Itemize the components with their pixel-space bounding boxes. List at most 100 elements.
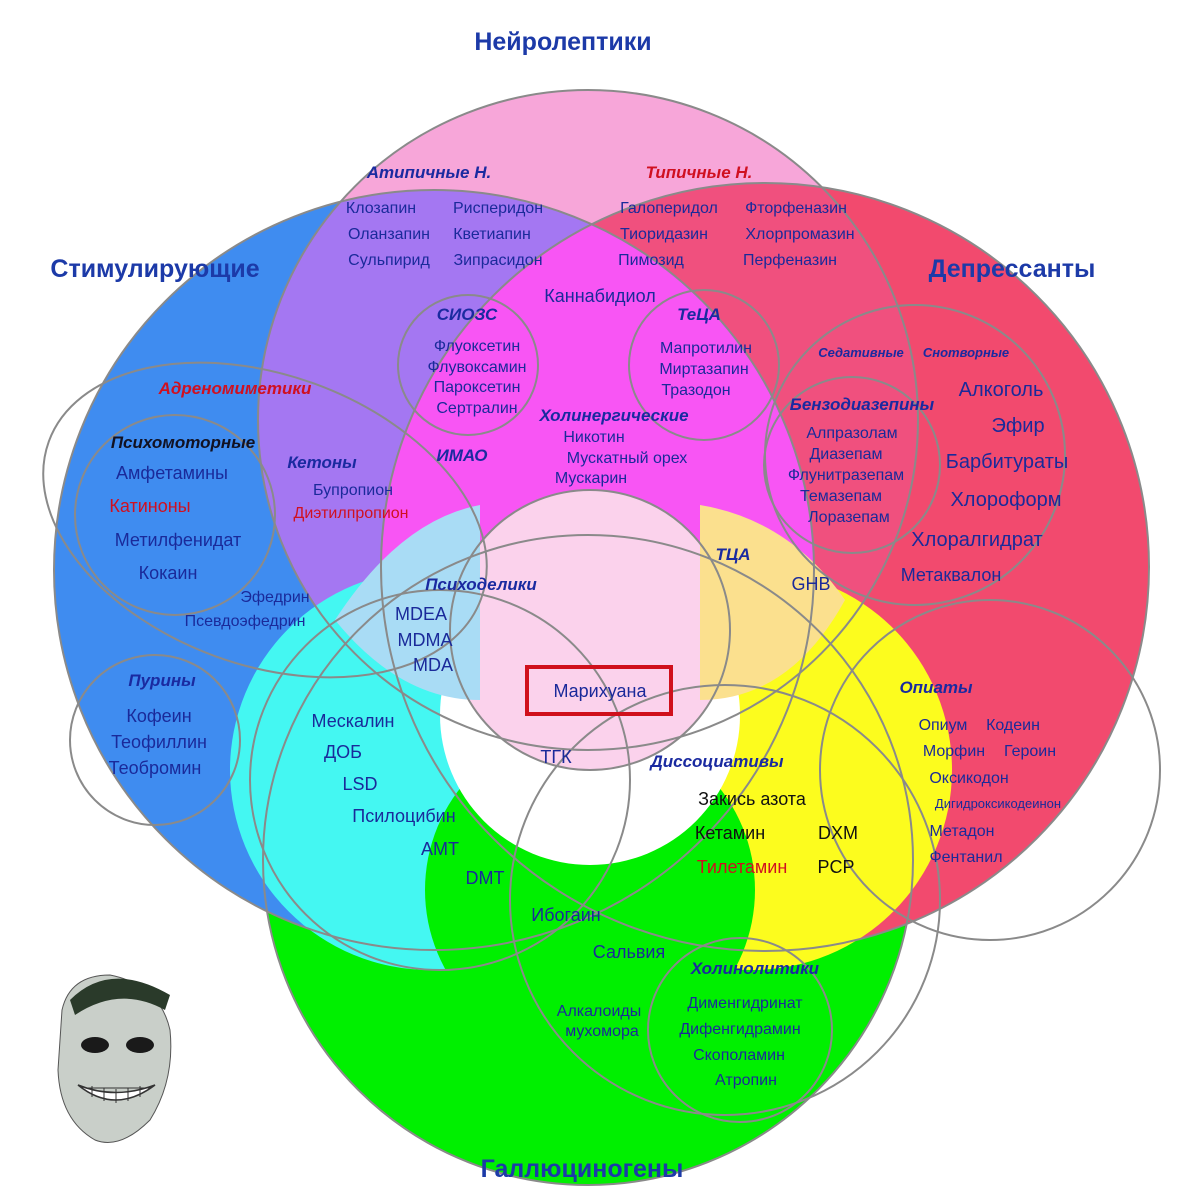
ssri-title: СИОЗС [437,305,498,324]
drug-flunitrazepam: Флунитразепам [788,467,904,484]
tca-title: ТЦА [715,545,750,564]
opiates-title: Опиаты [899,678,973,697]
drug-atropine: Атропин [715,1072,777,1089]
drug-paroxetine: Пароксетин [434,379,521,396]
tca-peach-zone [700,505,845,700]
drug-ether: Эфир [991,415,1044,437]
psychedelics-title: Психоделики [425,575,537,594]
typical-title: Типичные Н. [646,163,753,182]
anticholinergics-title: Холинолитики [690,959,820,978]
drug-haloperidol: Галоперидол [620,200,718,217]
dissociatives-title: Диссоциативы [648,752,784,771]
drug-amt: АМТ [421,839,459,859]
drug-morphine: Морфин [923,743,985,760]
drug-psilocybin: Псилоцибин [352,806,455,826]
ketones-title: Кетоны [287,453,357,472]
marijuana-highlight-box [525,665,673,716]
cholinergic-title: Холинергические [538,406,688,425]
stimulants-outline [53,189,815,951]
drug-sertraline: Сертралин [436,400,517,417]
drug-amphetamines: Амфетамины [116,463,228,483]
drug-amanita-line1: Алкалоиды [557,1003,641,1020]
drug-nitrous-oxide: Закись азота [698,789,807,809]
drug-diethylpropion: Диэтилпропион [294,505,409,522]
title-depressants: Депрессанты [929,255,1096,283]
maoi-title: ИМАО [436,446,487,465]
drug-methadone: Метадон [930,823,995,840]
joker-face-image [57,974,172,1143]
drug-opium: Опиум [919,717,968,734]
drug-amanita-line2: мухомора [565,1023,639,1040]
center-pink-zone [450,490,730,770]
hallucinogens-outline [262,534,914,1186]
drug-chlorpromazine: Хлорпромазин [745,226,854,243]
drug-ibogaine: Ибогаин [531,905,600,925]
drug-pimozide: Пимозид [618,252,684,269]
drug-alcohol: Алкоголь [959,379,1044,401]
drug-risperidone: Рисперидон [453,200,543,217]
drug-thc: ТГК [540,747,572,767]
drug-chloroform: Хлороформ [950,489,1061,511]
drug-sulpiride: Сульпирид [348,252,430,269]
purines-title: Пурины [128,671,196,690]
adrenomimetics-ring [42,361,488,679]
benzo-ring [763,376,941,554]
opiates-ring [819,599,1161,941]
benzo-title: Бензодиазепины [790,395,935,414]
teca-ring [628,289,780,441]
sedative-label: Седативные [818,345,904,360]
drug-diphenhydramine: Дифенгидрамин [679,1021,800,1038]
dissociative-outline [509,684,941,1116]
drug-chloral-hydrate: Хлоралгидрат [911,529,1042,551]
drug-mdma: MDMA [398,630,453,650]
drug-methaqualone: Метаквалон [901,565,1002,585]
drug-lorazepam: Лоразепам [808,509,890,526]
drug-maprotiline: Мапротилин [660,340,752,357]
drug-pseudoephedrine: Псевдоэфедрин [185,613,306,630]
drug-caffeine: Кофеин [126,706,191,726]
psychomotor-title: Психомоторные [111,433,255,452]
drug-ketamine: Кетамин [695,823,765,843]
teca-title: ТеЦА [677,305,721,324]
drug-quetiapine: Кветиапин [453,226,531,243]
drug-alprazolam: Алпразолам [806,425,897,442]
drug-heroin: Героин [1004,743,1056,760]
drug-tiletamine: Тилетамин [697,857,788,877]
drug-barbiturates: Барбитураты [946,451,1069,473]
title-stimulants: Стимулирующие [50,255,259,283]
drug-ghb: GHB [791,574,830,594]
depressants-outline [380,182,1150,952]
drug-marijuana: Марихуана [553,681,647,701]
anticholinergics-ring [647,937,833,1123]
drug-clozapine: Клозапин [346,200,416,217]
drug-fluvoxamine: Флувоксамин [427,359,526,376]
title-neuroleptics: Нейролептики [474,28,651,56]
drug-cannabidiol: Каннабидиол [544,286,655,306]
drug-muscarine: Мускарин [555,470,627,487]
drug-perphenazine: Перфеназин [743,252,837,269]
drug-trazodone: Тразодон [661,382,730,399]
drug-codeine: Кодеин [986,717,1040,734]
drug-olanzapine: Оланзапин [348,226,430,243]
drug-mdea: MDEA [395,604,447,624]
drug-ephedrine: Эфедрин [240,589,309,606]
psychomotor-ring [74,414,276,616]
drug-temazepam: Темазепам [800,488,882,505]
hypnotic-label: Снотворные [923,345,1009,360]
center-outline [449,489,731,771]
drug-fluoxetine: Флуоксетин [434,338,520,355]
drug-mirtazapine: Миртазапин [659,361,748,378]
drug-diazepam: Диазепам [809,446,882,463]
drug-dxm: DXM [818,823,858,843]
drug-scopolamine: Скополамин [693,1047,785,1064]
drug-fentanyl: Фентанил [929,849,1002,866]
drug-dihydroxycodeinone: Дигидроксикодеинон [935,796,1061,811]
drug-dmt: DMT [466,868,505,888]
drug-lsd: LSD [342,774,377,794]
psychedelic-blue-zone [335,505,480,700]
drug-methylphenidate: Метилфенидат [115,530,242,550]
neuroleptics-outline [257,89,919,751]
drug-theobromine: Теобромин [109,758,202,778]
ssri-ring [397,294,539,436]
